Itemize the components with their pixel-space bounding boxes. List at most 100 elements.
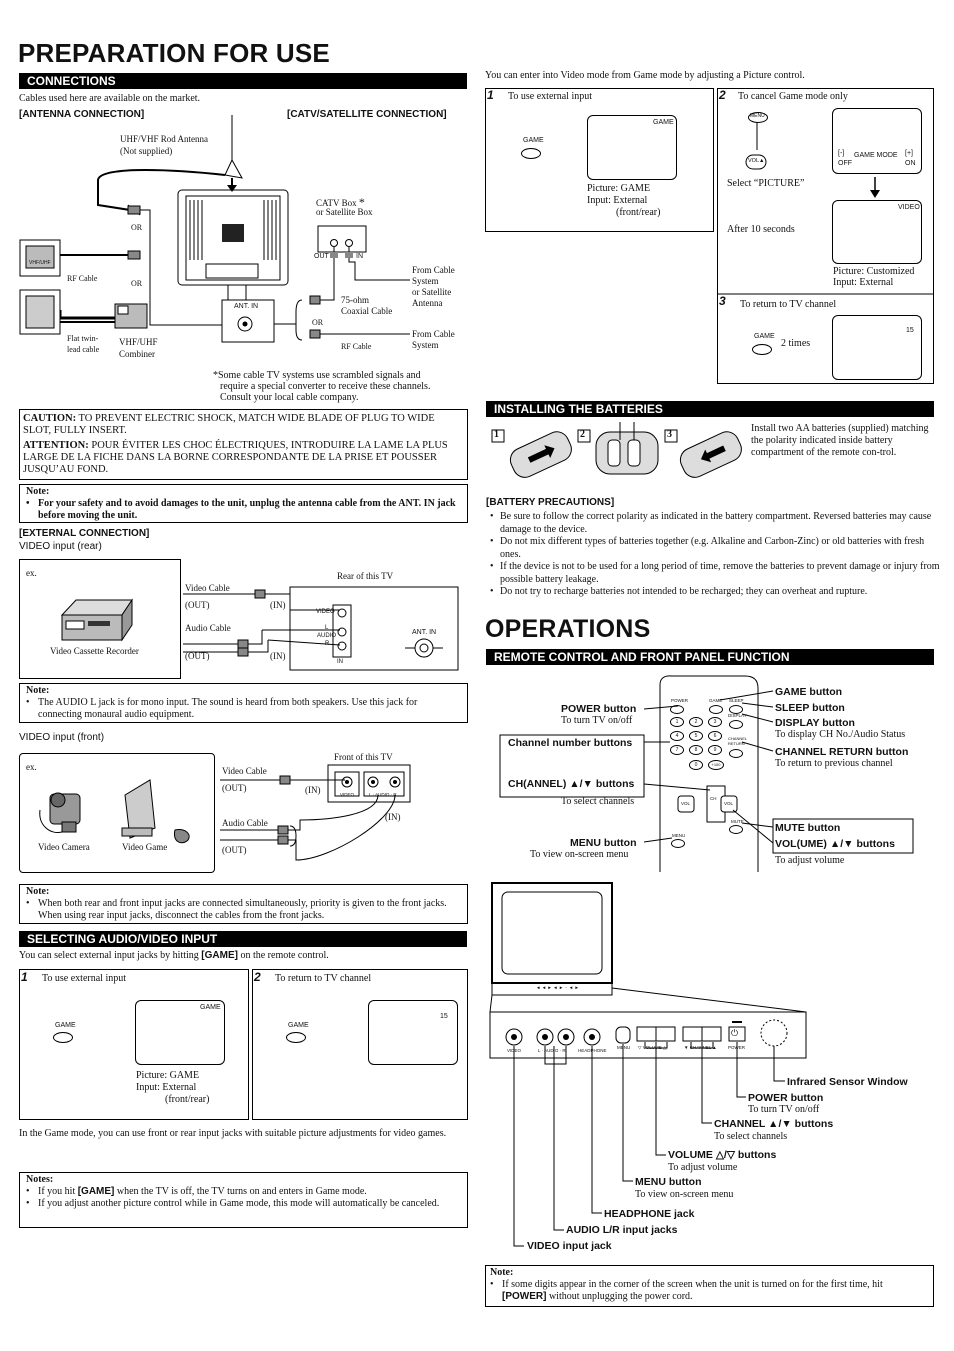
out-1-label: (OUT) (185, 600, 210, 610)
desc-menu: To view on-screen menu (530, 849, 629, 860)
remote-key-9[interactable]: 9 (708, 745, 722, 755)
from-cable-2: From Cable (412, 329, 455, 339)
remote-key-4[interactable]: 4 (670, 731, 684, 741)
game-label: Video Game (122, 842, 168, 852)
remote-game-button[interactable] (709, 705, 723, 714)
audio-label: AUDIO (317, 633, 337, 639)
vm-step-1-num: 1 (487, 88, 494, 102)
out-2-label: (OUT) (185, 651, 210, 661)
panel-strip: ◄ ◄ ► ◄ ► ·· ◄ ► (536, 985, 579, 990)
battery-precautions-heading: [BATTERY PRECAUTIONS] (486, 497, 615, 508)
game-button-2[interactable] (286, 1032, 306, 1043)
step-1-front-rear: (front/rear) (165, 1094, 210, 1105)
game-button[interactable] (53, 1032, 73, 1043)
vm-step-3-game-button[interactable] (752, 344, 772, 355)
select-step-1 (19, 969, 249, 1120)
remote-key-1[interactable]: 1 (670, 717, 684, 727)
note-label: Note: (26, 486, 50, 497)
remote-key-100[interactable]: +100 (708, 760, 724, 770)
precaution-1: Be sure to follow the correct polarity a… (490, 511, 946, 536)
vcr-label: Video Cassette Recorder (50, 646, 139, 656)
remote-key-0[interactable]: 0 (689, 760, 703, 770)
precaution-4: Do not try to recharge batteries not int… (490, 586, 946, 599)
rear-ex: ex. (26, 568, 37, 578)
video-mode-intro: You can enter into Video mode from Game … (485, 70, 805, 81)
or-satellite: or Satellite (412, 287, 452, 297)
remote-mute-button[interactable] (729, 825, 743, 834)
from-cable-1: From Cable (412, 265, 455, 275)
remote-key-2[interactable]: 2 (689, 717, 703, 727)
attention-line: ATTENTION: POUR ÉVITER LES CHOC ÉLECTRIQ… (23, 440, 448, 475)
notes-label: Notes: (26, 1174, 54, 1185)
vm-step-3-screen (832, 315, 922, 380)
flat-twin-label: Flat twin- (67, 334, 99, 343)
camera-label: Video Camera (38, 842, 90, 852)
step-2-num: 2 (254, 970, 261, 984)
precaution-3: If the device is not to be used for a lo… (490, 561, 946, 586)
battery-step-1: 1 (494, 429, 499, 440)
remote-key-8[interactable]: 8 (689, 745, 703, 755)
remote-key-3[interactable]: 3 (708, 717, 722, 727)
ant-in-rear-label: ANT. IN (412, 629, 437, 636)
vm-game-btn-label: GAME (523, 137, 544, 144)
vm-gm-minus: [-] (838, 150, 845, 157)
front-tv-label: Front of this TV (334, 752, 393, 762)
rk-mute-label: MUTE (731, 819, 744, 824)
vm-step-3-game: GAME (754, 333, 775, 340)
panel-power-button[interactable]: ⏻ (731, 1028, 739, 1038)
system-1: System (412, 276, 439, 286)
battery-step-2: 2 (580, 429, 585, 440)
remote-sleep-button[interactable] (729, 705, 743, 714)
remote-header: REMOTE CONTROL AND FRONT PANEL FUNCTION (486, 649, 934, 665)
remote-display-button[interactable] (729, 720, 743, 729)
note-unplug-text: •For your safety and to avoid damages to… (26, 498, 456, 521)
batteries-header: INSTALLING THE BATTERIES (486, 401, 934, 417)
vm-game-button[interactable] (521, 148, 541, 159)
front-label: VIDEO input (front) (19, 732, 105, 743)
not-supplied-label: (Not supplied) (120, 146, 173, 156)
notes-game-1: •If you hit [GAME] when the TV is off, t… (26, 1186, 367, 1197)
in-jack-label: IN (337, 659, 343, 665)
step-1-screen (135, 1000, 225, 1065)
panel-channel: ▼ CHANNEL ▲ (684, 1045, 717, 1050)
vm-menu-button[interactable] (748, 112, 768, 123)
label-headphone-jack: HEADPHONE jack (604, 1208, 695, 1220)
vm-step-1-input: Input: External (587, 195, 648, 206)
rk-power-label: POWER (671, 698, 689, 703)
ohm75-label: 75-ohm (341, 295, 369, 305)
vm-after: After 10 seconds (727, 224, 795, 235)
audio-r-label: R (325, 641, 330, 647)
selecting-header: SELECTING AUDIO/VIDEO INPUT (19, 931, 467, 947)
front-out-2: (OUT) (222, 845, 247, 855)
rf-cable-2: RF Cable (341, 342, 372, 351)
remote-channel-return-button[interactable] (729, 749, 743, 758)
remote-key-7[interactable]: 7 (670, 745, 684, 755)
desc-panel-power: To turn TV on/off (748, 1104, 820, 1115)
panel-audio: L · AUDIO · R (538, 1048, 566, 1053)
vm-step-2 (717, 88, 934, 384)
operations-title: OPERATIONS (485, 615, 651, 643)
remote-power-button[interactable] (670, 705, 684, 714)
desc-vol: To adjust volume (775, 855, 845, 866)
label-display-button: DISPLAY button (775, 717, 855, 729)
remote-menu-button[interactable] (671, 839, 685, 848)
front-in-2: (IN) (385, 812, 401, 822)
or-label-2: OR (131, 279, 143, 288)
video-cable-label: Video Cable (185, 583, 230, 593)
step-1-num: 1 (21, 970, 28, 984)
caution-line: CAUTION: TO PREVENT ELECTRIC SHOCK, MATC… (23, 413, 435, 436)
remote-key-6[interactable]: 6 (708, 731, 722, 741)
uhf-rod-label: UHF/VHF Rod Antenna (120, 134, 209, 144)
remote-key-5[interactable]: 5 (689, 731, 703, 741)
desc-panel-menu: To view on-screen menu (635, 1189, 734, 1200)
note-label: Note: (26, 886, 50, 897)
footnote-3: Consult your local cable company. (220, 392, 359, 403)
note-priority-text: •When both rear and front input jacks ar… (26, 898, 447, 921)
battery-step-3: 3 (667, 429, 672, 440)
combiner-label: Combiner (119, 349, 155, 359)
label-menu-button: MENU button (570, 837, 637, 849)
battery-precautions-list: Be sure to follow the correct polarity a… (488, 511, 946, 599)
